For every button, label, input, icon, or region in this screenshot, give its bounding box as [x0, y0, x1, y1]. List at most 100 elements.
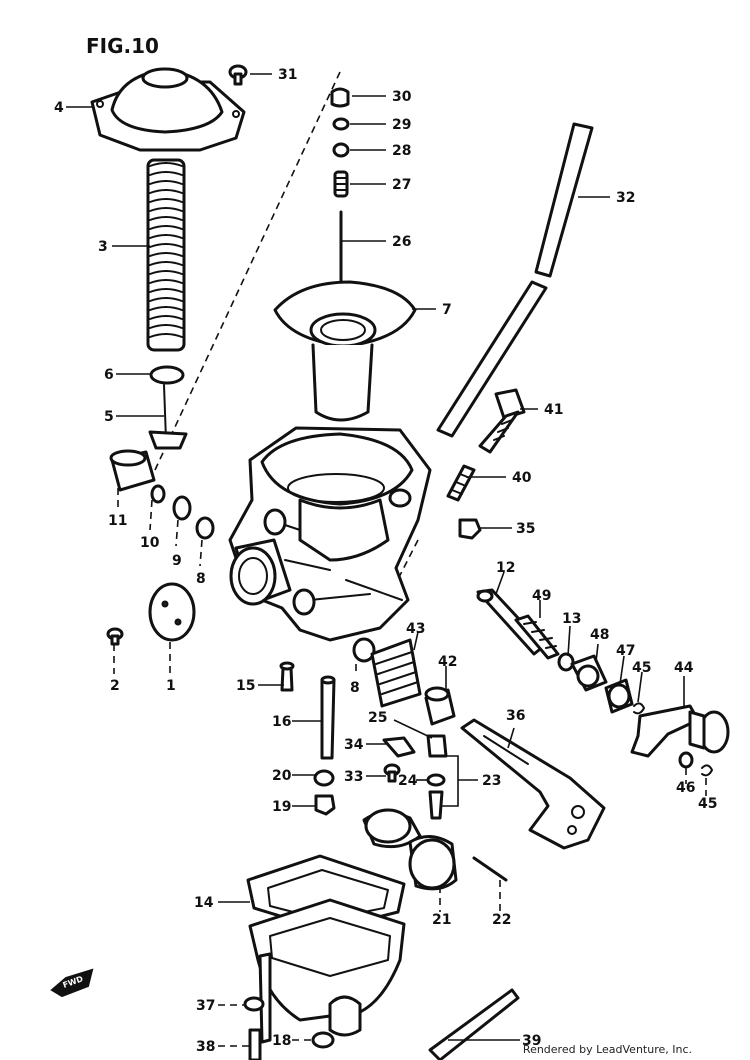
- callout-48: 48: [590, 627, 609, 643]
- callout-35: 35: [516, 521, 535, 537]
- part-7-diaphragm-piston: [273, 280, 417, 422]
- callout-20: 20: [272, 768, 292, 784]
- part-24-o-ring: [426, 773, 446, 787]
- part-41-bolt: [478, 388, 526, 454]
- part-27-spring: [333, 170, 349, 198]
- callout-labels: 31 30 29 28 27 26 7 32 41 40 35 4 3 6 5 …: [54, 67, 717, 1055]
- callout-10: 10: [140, 535, 160, 551]
- part-32-hose: [534, 122, 594, 278]
- part-43-spring: [370, 638, 422, 708]
- part-20-washer: [313, 769, 335, 787]
- part-32-hose-lower: [436, 280, 548, 438]
- callout-29: 29: [392, 117, 411, 133]
- callout-4: 4: [54, 100, 64, 116]
- part-39-drain-hose: [428, 988, 520, 1060]
- callout-14: 14: [194, 895, 214, 911]
- part-45-clip-2: [701, 764, 713, 777]
- callout-43: 43: [406, 621, 425, 637]
- callout-36: 36: [506, 708, 525, 724]
- callout-2: 2: [110, 678, 120, 694]
- part-16-emulsion-tube: [320, 675, 336, 760]
- callout-11: 11: [108, 513, 127, 529]
- leader-lines: [66, 73, 707, 1047]
- callout-46: 46: [676, 780, 695, 796]
- part-22-pin: [472, 856, 508, 882]
- callout-39: 39: [522, 1033, 541, 1049]
- part-37-washer: [243, 996, 265, 1012]
- part-5-jet-needle: [148, 384, 188, 450]
- assembly-guide-line: [154, 71, 341, 471]
- part-8-washer-2: [352, 637, 376, 663]
- callout-42: 42: [438, 654, 457, 670]
- part-36-choke-lever: [460, 718, 606, 850]
- part-30-cap: [330, 87, 350, 108]
- part-45-clip: [633, 702, 645, 715]
- callout-47: 47: [616, 643, 635, 659]
- part-48-fitting: [570, 654, 608, 692]
- callout-7: 7: [442, 302, 452, 318]
- callout-45-second: 45: [698, 796, 717, 812]
- callout-28: 28: [392, 143, 411, 159]
- part-38-pipe: [248, 1028, 262, 1060]
- callout-40: 40: [512, 470, 532, 486]
- part-21-float: [362, 808, 458, 891]
- part-3-spring: [146, 158, 186, 352]
- callout-33: 33: [344, 769, 363, 785]
- part-11-cylinder: [109, 449, 156, 492]
- part-1-cover-plate: [148, 582, 196, 642]
- callout-34: 34: [344, 737, 364, 753]
- part-19-jet: [314, 794, 336, 816]
- part-35-nut: [458, 518, 482, 540]
- part-28-nut: [332, 142, 350, 158]
- callout-6: 6: [104, 367, 114, 383]
- callout-22: 22: [492, 912, 511, 928]
- callout-45: 45: [632, 660, 651, 676]
- callout-37: 37: [196, 998, 215, 1014]
- callout-31: 31: [278, 67, 297, 83]
- carburetor-body: [228, 426, 432, 642]
- callout-1: 1: [166, 678, 176, 694]
- part-13-o-ring: [557, 652, 575, 672]
- part-6-retainer: [149, 365, 185, 385]
- callout-24: 24: [398, 773, 418, 789]
- callout-25: 25: [368, 710, 387, 726]
- part-14-float-bowl: [246, 854, 406, 1044]
- callout-9: 9: [172, 553, 182, 569]
- callout-49: 49: [532, 588, 551, 604]
- callout-26: 26: [392, 234, 411, 250]
- part-25-needle-valve: [426, 734, 448, 758]
- part-49-spring: [514, 614, 560, 660]
- part-15-screw: [279, 661, 295, 692]
- callout-44: 44: [674, 660, 694, 676]
- part-31-screw: [228, 64, 248, 86]
- callout-12: 12: [496, 560, 515, 576]
- credit-text: Rendered by LeadVenture, Inc.: [522, 1043, 692, 1056]
- part-47-collar: [604, 678, 634, 714]
- part-18-washer: [311, 1031, 335, 1049]
- part-46-washer: [678, 751, 694, 769]
- callout-32: 32: [616, 190, 635, 206]
- callout-38: 38: [196, 1039, 215, 1055]
- callout-30: 30: [392, 89, 412, 105]
- part-44-bracket: [630, 704, 730, 758]
- callout-8-second: 8: [350, 680, 360, 696]
- part-10-clip: [150, 484, 166, 504]
- callout-18: 18: [272, 1033, 291, 1049]
- callout-23: 23: [482, 773, 501, 789]
- part-42-float-valve-seat: [424, 686, 456, 726]
- fwd-arrow-icon: FWD: [50, 968, 94, 998]
- callout-5: 5: [104, 409, 114, 425]
- callout-19: 19: [272, 799, 291, 815]
- callout-16: 16: [272, 714, 291, 730]
- part-40-spring: [446, 464, 476, 502]
- callout-3: 3: [98, 239, 108, 255]
- callout-41: 41: [544, 402, 563, 418]
- callout-13: 13: [562, 611, 581, 627]
- part-23-needle: [428, 790, 444, 820]
- part-9-washer: [172, 495, 192, 521]
- part-33-screw: [383, 763, 401, 783]
- part-34-clip: [382, 736, 416, 758]
- figure-title: FIG.10: [86, 34, 159, 58]
- part-2-screw: [106, 627, 124, 646]
